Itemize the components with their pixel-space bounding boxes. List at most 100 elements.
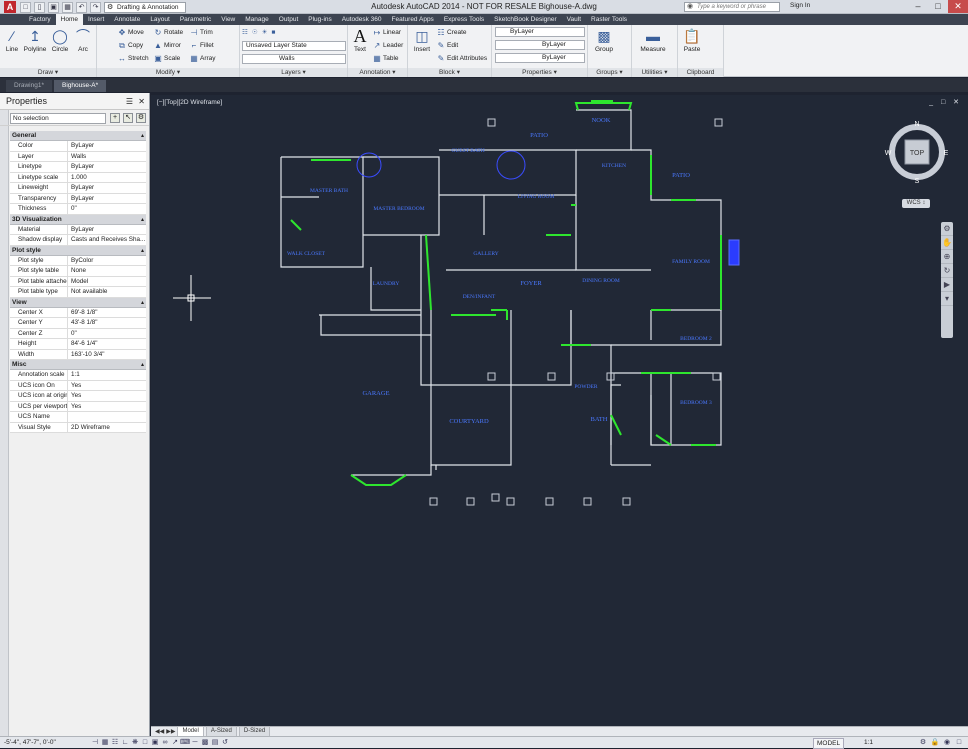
layer-tools-icons[interactable]: ☷☉☀■ — [242, 29, 280, 36]
property-value[interactable]: 1:1 — [71, 371, 80, 378]
groups-panel-label[interactable]: Groups ▾ — [588, 68, 631, 77]
edit-block-button[interactable]: ✎Edit — [436, 40, 459, 51]
toggle-pickadd-icon[interactable]: + — [110, 113, 120, 123]
leader-button[interactable]: ↗Leader — [372, 40, 404, 51]
polyline-button[interactable]: ↥Polyline — [22, 27, 48, 53]
next-tab-arrow-icon[interactable]: ▶▶ — [166, 729, 176, 735]
block-panel-label[interactable]: Block ▾ — [408, 68, 491, 77]
rotate-button[interactable]: ↻Rotate — [153, 27, 184, 38]
palette-close-icon[interactable]: ✕ — [138, 97, 145, 106]
application-menu-button[interactable]: A — [4, 1, 16, 13]
property-value[interactable]: ByLayer — [71, 194, 95, 202]
navbar-menu-icon[interactable]: ▾ — [941, 292, 953, 306]
sign-in-button[interactable]: Sign In — [790, 2, 811, 9]
ribbon-tab-express-tools[interactable]: Express Tools — [443, 16, 485, 23]
ribbon-tab-vault[interactable]: Vault — [566, 16, 582, 23]
mirror-button[interactable]: ▲Mirror — [153, 40, 181, 51]
wcs-menu[interactable]: WCS ↕ — [902, 199, 930, 208]
property-value[interactable]: 0" — [71, 205, 77, 212]
dynamic-ucs-icon[interactable]: ↗ — [172, 739, 178, 746]
section-view[interactable]: View — [10, 297, 146, 308]
property-value[interactable]: 84'-6 1/4" — [71, 340, 98, 347]
property-value[interactable]: ByLayer — [71, 225, 95, 233]
palette-menu-icon[interactable]: ☰ — [125, 97, 133, 106]
ribbon-tab-home[interactable]: Home — [55, 14, 84, 25]
property-value[interactable] — [68, 412, 146, 422]
edit-attributes-button[interactable]: ✎Edit Attributes — [436, 53, 487, 64]
workspace-dropdown[interactable]: Drafting & Annotation — [104, 1, 186, 13]
annotation-panel-label[interactable]: Annotation ▾ — [348, 68, 407, 77]
property-row[interactable]: UCS Name — [10, 412, 146, 423]
workspace-switch-icon[interactable]: ⚙ — [919, 739, 927, 746]
property-value[interactable]: 2D Wireframe — [71, 423, 110, 431]
property-value[interactable]: Yes — [71, 381, 82, 389]
save-icon[interactable]: ▣ — [48, 1, 59, 13]
ribbon-tab-autodesk-360[interactable]: Autodesk 360 — [341, 16, 382, 23]
line-button[interactable]: ∕Line — [1, 27, 23, 53]
property-value[interactable]: Not available — [71, 288, 108, 295]
clipboard-panel-label[interactable]: Clipboard — [678, 68, 723, 77]
polar-tracking-icon[interactable]: ❋ — [132, 739, 138, 746]
property-value[interactable]: Walls — [71, 152, 87, 160]
measure-button[interactable]: ▬Measure — [637, 27, 669, 53]
property-value[interactable]: ByLayer — [71, 142, 95, 149]
stretch-button[interactable]: ↔Stretch — [117, 53, 149, 64]
section-3d-visualization[interactable]: 3D Visualization — [10, 214, 146, 225]
scale-button[interactable]: ▣Scale — [153, 53, 180, 64]
palette-side-strip[interactable] — [0, 110, 9, 736]
maximize-icon[interactable]: □ — [935, 1, 941, 11]
dynamic-input-icon[interactable]: ⌨ — [180, 739, 191, 746]
ortho-mode-icon[interactable]: ∟ — [121, 739, 129, 746]
lineweight-dropdown[interactable]: ByLayer — [495, 53, 585, 63]
ribbon-tab-layout[interactable]: Layout — [150, 16, 170, 23]
property-value[interactable]: 69'-8 1/8" — [71, 308, 98, 316]
array-button[interactable]: ▦Array — [189, 53, 215, 64]
coordinate-readout[interactable]: -5'-4", 47'-7", 0'-0" — [4, 739, 56, 746]
copy-button[interactable]: ⧉Copy — [117, 40, 143, 51]
property-value[interactable]: ByLayer — [71, 163, 95, 170]
utilities-panel-label[interactable]: Utilities ▾ — [632, 68, 677, 77]
property-value[interactable]: 1.000 — [71, 173, 87, 181]
move-button[interactable]: ✥Move — [117, 27, 144, 38]
ribbon-tab-insert[interactable]: Insert — [88, 16, 105, 23]
modify-panel-label[interactable]: Modify ▾ — [97, 68, 239, 77]
ribbon-tab-factory[interactable]: Factory — [29, 16, 51, 23]
viewport-controls[interactable]: _ □ ✕ — [929, 99, 962, 106]
object-snap-tracking-icon[interactable]: ∞ — [162, 739, 168, 746]
layer-state-dropdown[interactable]: Unsaved Layer State — [242, 41, 346, 51]
search-input[interactable]: ◉Type a keyword or phrase — [684, 2, 780, 12]
infer-constraints-icon[interactable]: ⊣ — [91, 739, 99, 746]
paste-button[interactable]: 📋Paste — [681, 27, 703, 53]
lock-icon[interactable]: 🔒 — [930, 739, 940, 746]
section-misc[interactable]: Misc — [10, 360, 146, 370]
property-value[interactable]: ByLayer — [71, 184, 95, 191]
property-value[interactable]: None — [71, 267, 87, 274]
zoom-extents-icon[interactable]: ⊕ — [941, 250, 953, 264]
quick-properties-icon[interactable]: ▤ — [211, 739, 219, 746]
ribbon-tab-sketchbook-designer[interactable]: SketchBook Designer — [494, 16, 557, 23]
new-icon[interactable]: □ — [20, 1, 31, 13]
undo-icon[interactable]: ↶ — [76, 1, 87, 13]
ribbon-tab-featured-apps[interactable]: Featured Apps — [391, 16, 434, 23]
property-row[interactable]: Plot table attached ...Model — [10, 276, 146, 287]
clean-screen-icon[interactable]: □ — [956, 739, 962, 746]
property-value[interactable]: Yes — [71, 392, 82, 399]
draw-panel-label[interactable]: Draw ▾ — [0, 68, 96, 77]
